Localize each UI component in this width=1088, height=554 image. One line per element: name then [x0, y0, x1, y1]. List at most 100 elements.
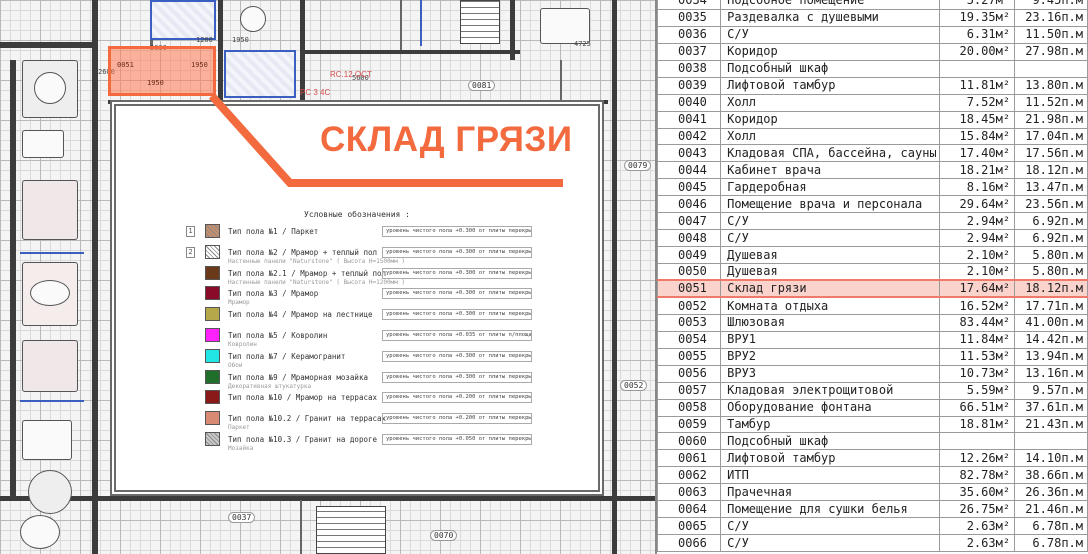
partition	[300, 500, 302, 554]
room-number-cell: 0063	[657, 483, 722, 502]
room-name-cell: ИТП	[720, 466, 940, 485]
bathroom	[224, 50, 296, 98]
room-name-cell: С/У	[720, 25, 940, 44]
room-perimeter-cell: 9.45п.м	[1014, 0, 1088, 10]
legend-faint-note: Настенные панели "Naturstone" ( Высота H…	[228, 257, 406, 265]
legend-swatch	[205, 244, 220, 259]
room-area-cell: 2.10м²	[938, 263, 1016, 281]
room-perimeter-cell: 21.46п.м	[1014, 500, 1088, 519]
legend-level-note: уровень чистого пола +0.300 от плиты пер…	[382, 309, 532, 321]
room-perimeter-cell: 9.57п.м	[1014, 381, 1088, 400]
legend-level-note: уровень чистого пола +0.200 от плиты пер…	[382, 413, 532, 425]
room-name-cell: Оборудование фонтана	[720, 398, 940, 417]
room-perimeter-cell: 13.16п.м	[1014, 364, 1088, 383]
room-number-cell: 0037	[657, 42, 722, 61]
legend-swatch	[205, 390, 220, 405]
room-area-cell: 8.16м²	[938, 178, 1016, 197]
legend-level-note: уровень чистого пола +0.300 от плиты пер…	[382, 288, 532, 300]
room-name-cell: Подсобный шкаф	[720, 432, 940, 451]
room-name-cell: Лифтовой тамбур	[720, 449, 940, 468]
legend-level-note: уровень чистого пола +0.200 от плиты пер…	[382, 392, 532, 404]
fixture	[22, 340, 78, 392]
legend-swatch	[205, 348, 220, 363]
room-number-cell: 0049	[657, 246, 722, 264]
room-name-cell: Помещение врача и персонала	[720, 195, 940, 214]
fixture	[540, 8, 590, 44]
room-number-cell: 0057	[657, 381, 722, 400]
room-area-cell: 18.45м²	[938, 110, 1016, 129]
room-area-cell: 7.52м²	[938, 93, 1016, 112]
callout-leader	[209, 93, 563, 187]
room-perimeter-cell: 23.56п.м	[1014, 195, 1088, 214]
room-number-cell: 0039	[657, 76, 722, 95]
room-number-cell: 0038	[657, 59, 722, 78]
room-area-cell: 11.84м²	[938, 330, 1016, 349]
room-number-cell: 0046	[657, 195, 722, 214]
legend-faint-note: Настенные панели "Naturstone" ( Высота H…	[228, 278, 406, 286]
legend-faint-note: Мрамор	[228, 299, 250, 307]
legend-level-note: уровень чистого пола +0.035 от плиты п/п…	[382, 330, 532, 341]
room-area-cell: 29.64м²	[938, 195, 1016, 214]
fixture	[22, 180, 78, 240]
room-tag: 0070	[430, 530, 458, 541]
room-name-cell: Прачечная	[720, 483, 940, 502]
blue-outline	[420, 0, 422, 46]
room-number-cell: 0047	[657, 212, 722, 231]
mud-storage-room-highlight[interactable]: 0051 1950 1950	[108, 46, 216, 96]
red-annotation: PC 3 4C	[300, 88, 331, 97]
legend-swatch	[205, 224, 220, 238]
room-name-cell: ВРУ1	[720, 330, 940, 349]
room-perimeter-cell: 27.98п.м	[1014, 42, 1088, 61]
room-number-cell: 0060	[657, 432, 722, 451]
fixture	[22, 130, 64, 158]
wall	[92, 0, 98, 554]
legend-label: Тип пола №9 / Мраморная мозайка	[228, 372, 368, 382]
room-perimeter-cell: 26.36п.м	[1014, 483, 1088, 502]
legend-label: Тип пола №10 / Мрамор на террасах	[228, 393, 378, 403]
legend-row: Тип пола №10 / Мрамор на террасах уровень…	[186, 390, 606, 406]
legend-row-number: 2	[186, 246, 195, 258]
bathroom	[150, 0, 216, 40]
room-perimeter-cell: 6.78п.м	[1014, 534, 1088, 552]
fixture	[28, 470, 72, 514]
partition	[560, 60, 562, 100]
room-number-cell: 0034	[657, 0, 722, 10]
